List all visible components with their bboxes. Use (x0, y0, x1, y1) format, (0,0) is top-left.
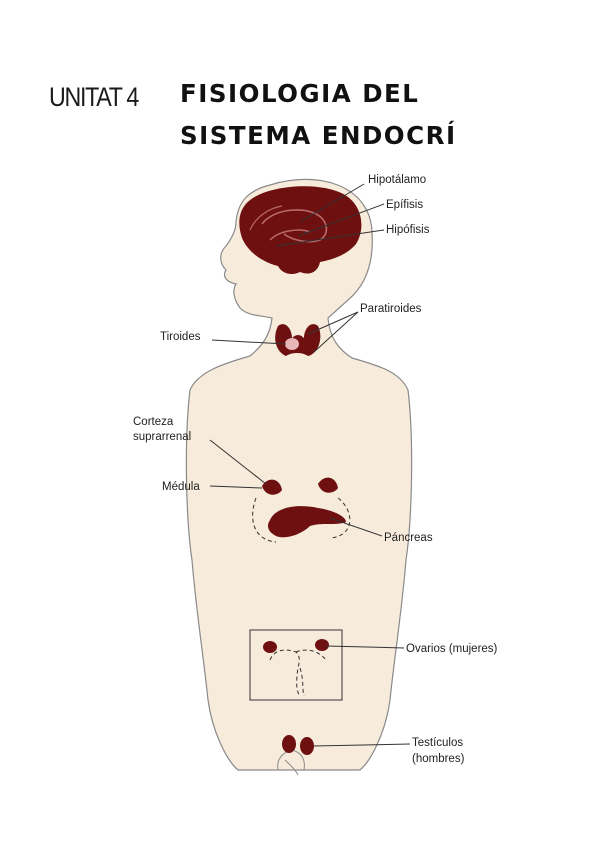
page-title-line-2: SISTEMA ENDOCRÍ (180, 121, 457, 150)
leader-lines (209, 183, 411, 747)
leg-outline (284, 759, 299, 776)
label-medula: Médula (162, 481, 200, 493)
ovary-left (263, 641, 277, 653)
testis-left (282, 735, 296, 753)
testis-right (300, 737, 314, 755)
right-kidney-outline (329, 497, 351, 539)
left-kidney-outline (252, 497, 277, 543)
label-ovarios: Ovarios (mujeres) (406, 643, 498, 655)
label-hipotalamo: Hipotálamo (368, 174, 426, 186)
label-testiculos-line1: Testículos (412, 737, 463, 749)
body-silhouette (185, 178, 413, 771)
label-epifisis: Epífisis (386, 199, 423, 211)
adrenal-left (262, 479, 282, 495)
label-corteza-line1: Corteza (133, 416, 174, 428)
unit-label: UNITAT 4 (49, 82, 139, 112)
adrenal-right (318, 477, 338, 493)
pancreas (268, 506, 346, 538)
label-testiculos-line2: (hombres) (412, 753, 465, 765)
brain-fold (261, 209, 328, 243)
brain-fold-3 (249, 205, 283, 231)
ovary-inset-box (249, 629, 343, 701)
label-pancreas: Páncreas (384, 532, 433, 544)
ovary-right (315, 639, 329, 651)
page-title-line-1: FISIOLOGIA DEL (180, 79, 420, 108)
label-tiroides: Tiroides (160, 331, 201, 343)
uterus-outline (269, 649, 327, 697)
label-hipofisis: Hipófisis (386, 224, 430, 236)
label-corteza-line2: suprarrenal (133, 431, 191, 443)
parathyroid-highlight (285, 338, 299, 350)
brain-fold-2 (269, 229, 311, 241)
label-paratiroides: Paratiroides (360, 303, 422, 315)
thyroid (275, 324, 321, 356)
